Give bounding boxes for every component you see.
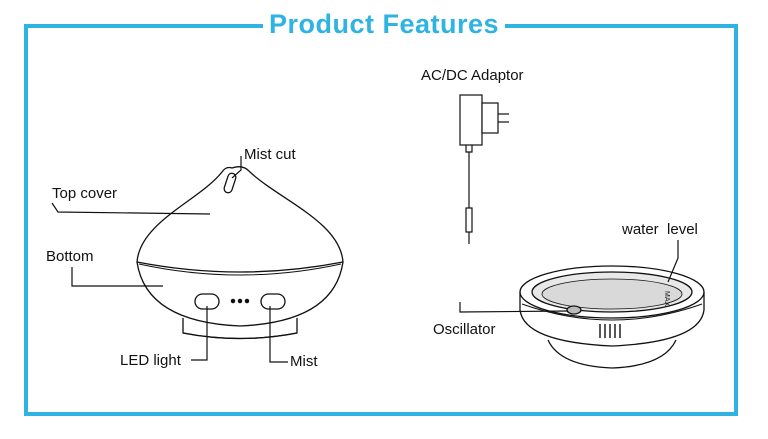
- mist-button: [260, 293, 286, 310]
- label-oscillator: Oscillator: [433, 321, 496, 338]
- diffuser-bottom: [136, 261, 344, 327]
- label-bottom: Bottom: [46, 248, 94, 265]
- label-water-level: water level: [622, 221, 698, 238]
- label-mist: Mist: [290, 353, 318, 370]
- label-adaptor: AC/DC Adaptor: [421, 67, 524, 84]
- page-title: Product Features: [262, 6, 506, 42]
- max-mark: MAX: [663, 291, 670, 307]
- leader-lines-right: [459, 240, 679, 313]
- label-led-light: LED light: [120, 352, 181, 369]
- leader-lines-left: [51, 156, 288, 363]
- oscillator-disc: [566, 305, 582, 315]
- adaptor-illustration: [459, 94, 509, 244]
- label-top-cover: Top cover: [52, 185, 118, 202]
- diffuser-device: [136, 166, 344, 340]
- base-reservoir: [519, 265, 705, 369]
- title-bar: Product Features: [0, 6, 768, 42]
- diffuser-top-cover: [136, 166, 344, 273]
- mist-outlet: [223, 172, 237, 194]
- label-mist-cut: Mist cut: [244, 146, 296, 163]
- vent-grille: [599, 324, 621, 338]
- base-foot: [547, 339, 677, 369]
